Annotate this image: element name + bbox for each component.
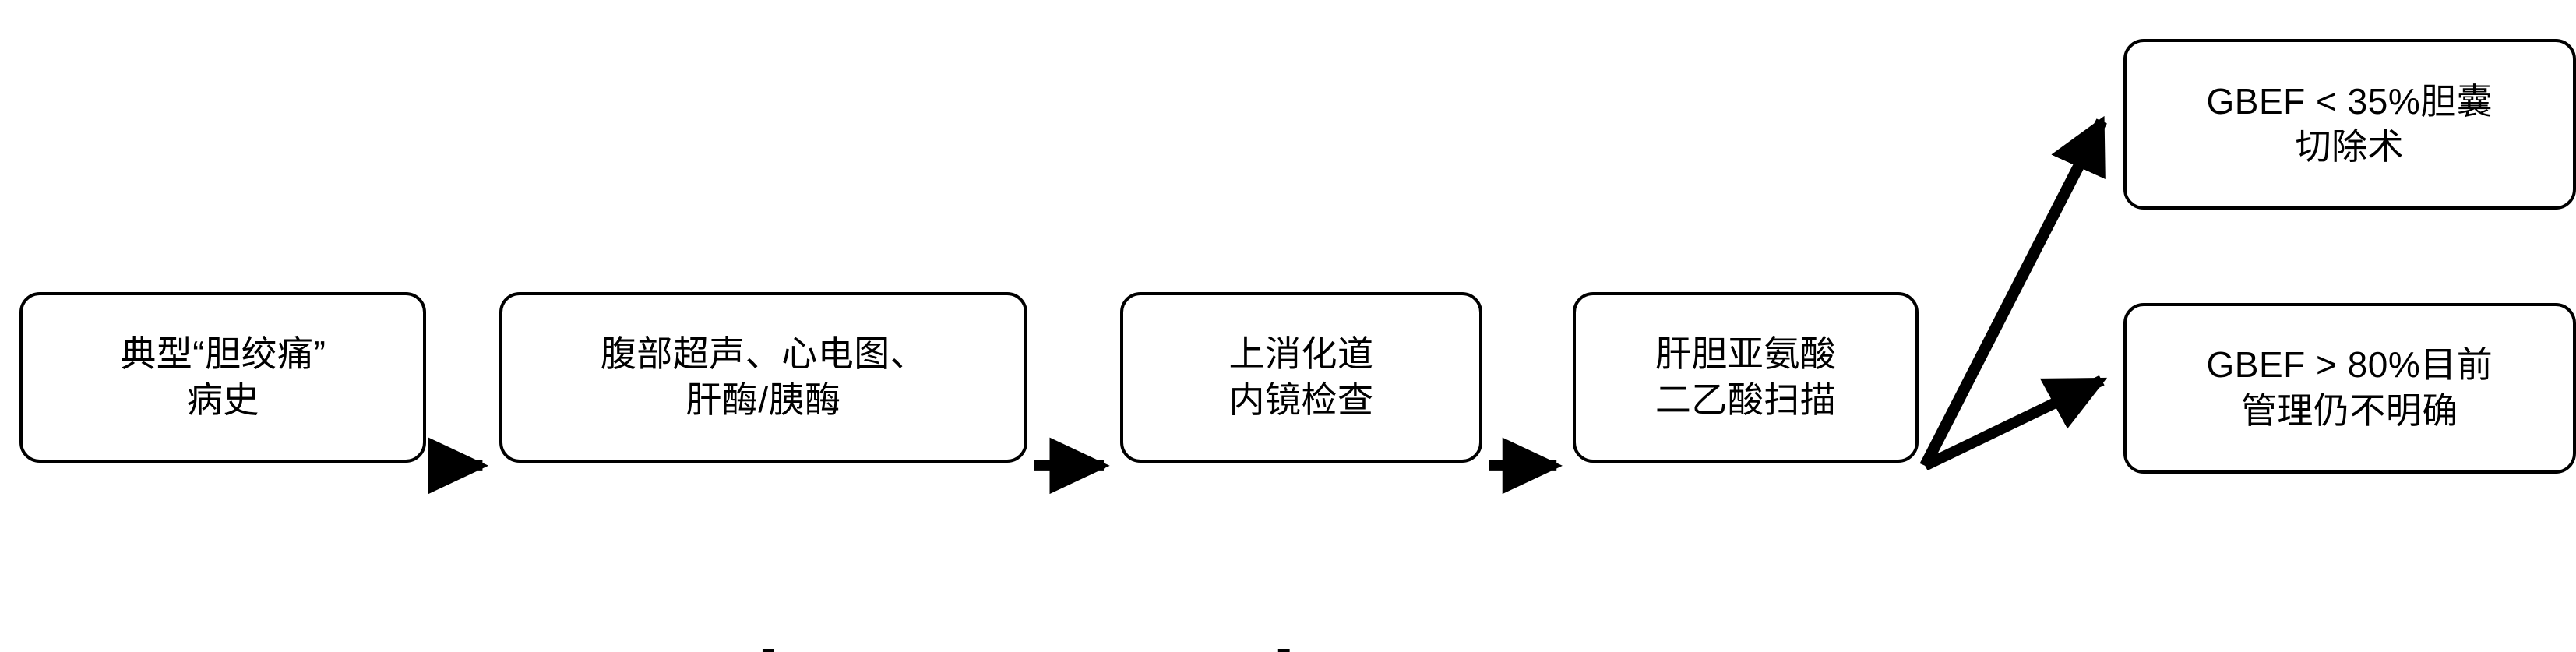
edge-hida-to-gbef-high — [1922, 375, 2108, 471]
node-upper-gi-endoscopy[interactable]: 上消化道 内镜检查 — [1120, 291, 1482, 463]
node-typical-biliary-colic-history[interactable]: 典型“胆绞痛” 病史 — [19, 291, 427, 463]
node-hepatobiliary-hida-scan[interactable]: 肝胆亚氨酸 二乙酸扫描 — [1573, 291, 1919, 463]
node-gbef-below-35-cholecystectomy[interactable]: GBEF < 35%胆囊 切除术 — [2123, 38, 2576, 210]
node-abdominal-ultrasound-ecg-enzymes[interactable]: 腹部超声、心电图、 肝酶/胰酶 — [499, 291, 1028, 463]
node-gbef-above-80-unclear-management[interactable]: GBEF > 80%目前 管理仍不明确 — [2123, 302, 2576, 474]
edge-hida-to-gbef-low — [1919, 115, 2107, 468]
